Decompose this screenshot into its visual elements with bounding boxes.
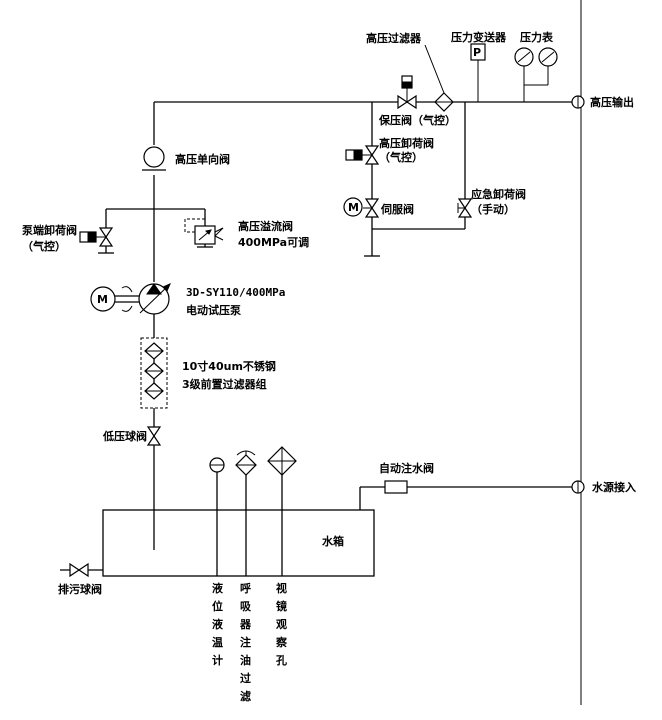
svg-text:过: 过 [240,671,251,685]
relief-valve-label-2: 400MPa可调 [238,235,309,249]
main-pressure-line [153,101,572,282]
sight-glass [267,446,297,576]
pump-motor [90,286,116,312]
svg-text:计: 计 [212,653,223,667]
level-thermometer-label: 液 位 液 温 计 [212,581,224,667]
svg-text:呼: 呼 [240,581,251,595]
svg-text:油: 油 [240,653,251,667]
svg-text:注: 注 [240,635,251,649]
auto-fill-valve-label: 自动注水阀 [379,461,434,475]
svg-text:吸: 吸 [240,600,252,613]
svg-text:滤: 滤 [240,689,251,703]
servo-valve [343,197,380,218]
pump-motor-symbol: M [97,293,108,306]
drain-valve-label: 排污球阀 [58,582,102,596]
drain-valve [60,562,103,578]
pump-label-1: 3D-SY110/400MPa [186,286,285,299]
hp-unload-valve-label-2: （气控） [379,150,423,164]
water-tank [102,509,375,577]
svg-text:器: 器 [239,618,252,631]
svg-text:察: 察 [276,635,288,649]
pump-unload-valve-label-2: （气控） [22,239,66,253]
prefilter-label-2: 3级前置过滤器组 [182,377,267,391]
svg-text:孔: 孔 [276,654,287,667]
hp-unload-valve-label-1: 高压卸荷阀 [379,136,434,150]
water-inlet-label: 水源接入 [592,480,636,494]
hold-valve [397,75,417,110]
pressure-transmitter-label: 压力变送器 [451,30,507,44]
hp-check-valve-label: 高压单向阀 [175,152,230,166]
pressure-gauges [514,47,558,102]
lp-ball-valve [146,426,162,550]
emergency-valve-label-1: 应急卸荷阀 [471,187,526,201]
hp-filter [424,44,454,112]
servo-motor-symbol: M [348,201,359,214]
hp-filter-label: 高压过滤器 [366,31,422,45]
breather-filter [235,450,257,576]
pressure-transmitter-symbol: P [473,46,481,59]
hp-unload-valve [345,145,380,165]
emergency-valve-label-2: （手动） [471,202,515,216]
hp-output-label: 高压输出 [590,95,634,109]
water-tank-label: 水箱 [322,534,344,548]
prefilter-group [140,337,168,427]
lp-ball-valve-label: 低压球阀 [102,429,147,443]
relief-valve [184,218,224,245]
hp-output-port [571,95,585,109]
pump-label-2: 电动试压泵 [186,303,241,317]
pump-unload-valve-label-1: 泵端卸荷阀 [22,223,77,237]
water-inlet-port [571,480,585,494]
servo-valve-label: 伺服阀 [380,202,414,216]
hold-valve-label: 保压阀（气控） [378,113,456,127]
pump [113,283,171,338]
pump-unload-valve [79,227,114,247]
svg-text:液: 液 [212,617,224,631]
emergency-unload-valve [457,198,473,218]
svg-text:位: 位 [212,599,223,613]
water-inlet-line [359,486,572,510]
svg-text:镜: 镜 [276,599,287,613]
svg-text:视: 视 [276,581,287,595]
pressure-gauge-label: 压力表 [520,30,554,44]
auto-fill-valve [384,480,408,494]
breather-label: 呼 吸 器 注 油 过 滤 [239,581,252,703]
sight-glass-label: 视 镜 观 察 孔 [276,581,288,667]
svg-text:液: 液 [212,581,224,595]
prefilter-label-1: 10寸40um不锈钢 [182,359,276,373]
relief-valve-label-1: 高压溢流阀 [238,219,293,233]
svg-text:温: 温 [212,635,223,649]
level-thermometer [209,457,225,576]
pressure-transmitter [470,43,486,102]
svg-text:观: 观 [276,618,287,631]
hp-check-valve [142,146,166,171]
